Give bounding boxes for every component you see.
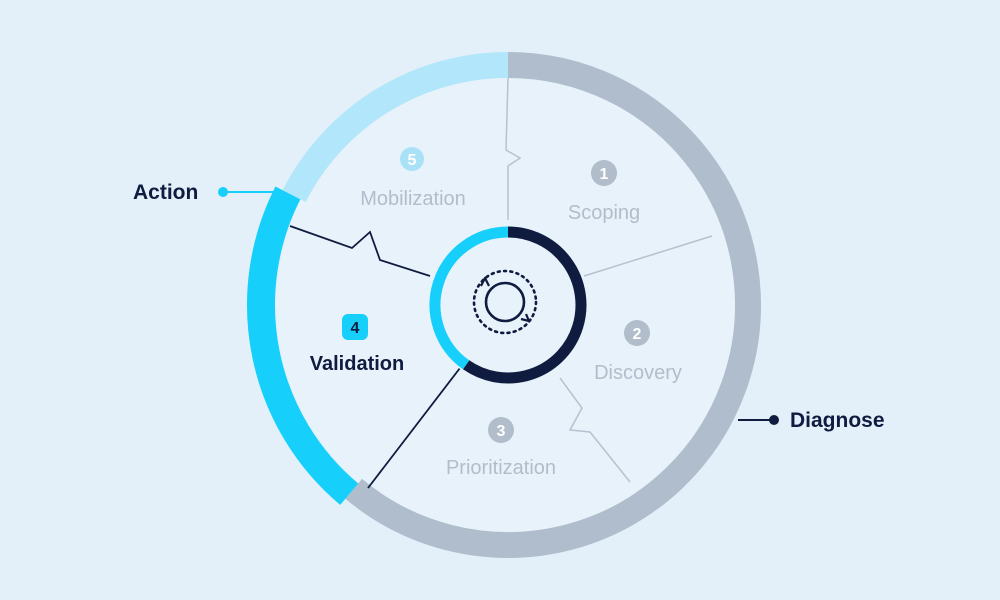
divider-mobilization-scoping	[505, 77, 522, 220]
inner-ring-action-arc	[429, 226, 509, 370]
inner-ring-background	[428, 225, 588, 385]
step-2-label: Discovery	[594, 362, 682, 384]
divider-prioritization-validation	[367, 367, 461, 489]
step-4-badge	[342, 314, 368, 340]
step-3-number: 3	[497, 423, 506, 440]
step-scoping: 1 Scoping	[568, 160, 640, 224]
diagnose-phase-label: Diagnose	[790, 409, 885, 432]
divider-validation-mobilization	[289, 225, 431, 277]
inner-ring-diagnose-arc	[462, 226, 587, 384]
step-1-label: Scoping	[568, 202, 640, 224]
step-5-number: 5	[408, 152, 417, 169]
action-callout: Action	[133, 181, 282, 204]
divider-discovery-prioritization	[559, 377, 631, 483]
action-callout-dot	[218, 187, 228, 197]
step-validation: 4 Validation	[310, 314, 404, 375]
action-phase-label: Action	[133, 181, 198, 204]
step-4-number: 4	[351, 320, 360, 337]
step-1-number: 1	[600, 166, 609, 183]
step-4-label: Validation	[310, 353, 404, 375]
action-phase-arc	[247, 186, 359, 505]
action-light-arc	[282, 52, 509, 203]
step-prioritization: 3 Prioritization	[446, 417, 556, 479]
divider-scoping-discovery	[583, 235, 713, 277]
step-3-badge	[488, 417, 514, 443]
step-3-label: Prioritization	[446, 457, 556, 479]
diagnose-phase-arc	[345, 52, 761, 558]
diagnose-callout-dot	[769, 415, 779, 425]
step-mobilization: 5 Mobilization	[360, 147, 466, 210]
diagnose-callout: Diagnose	[738, 409, 885, 432]
step-2-number: 2	[633, 326, 642, 343]
cycle-icon	[472, 269, 538, 335]
step-5-label: Mobilization	[360, 188, 466, 210]
step-2-badge	[624, 320, 650, 346]
step-1-badge	[591, 160, 617, 186]
step-discovery: 2 Discovery	[594, 320, 682, 384]
step-5-badge	[400, 147, 424, 171]
